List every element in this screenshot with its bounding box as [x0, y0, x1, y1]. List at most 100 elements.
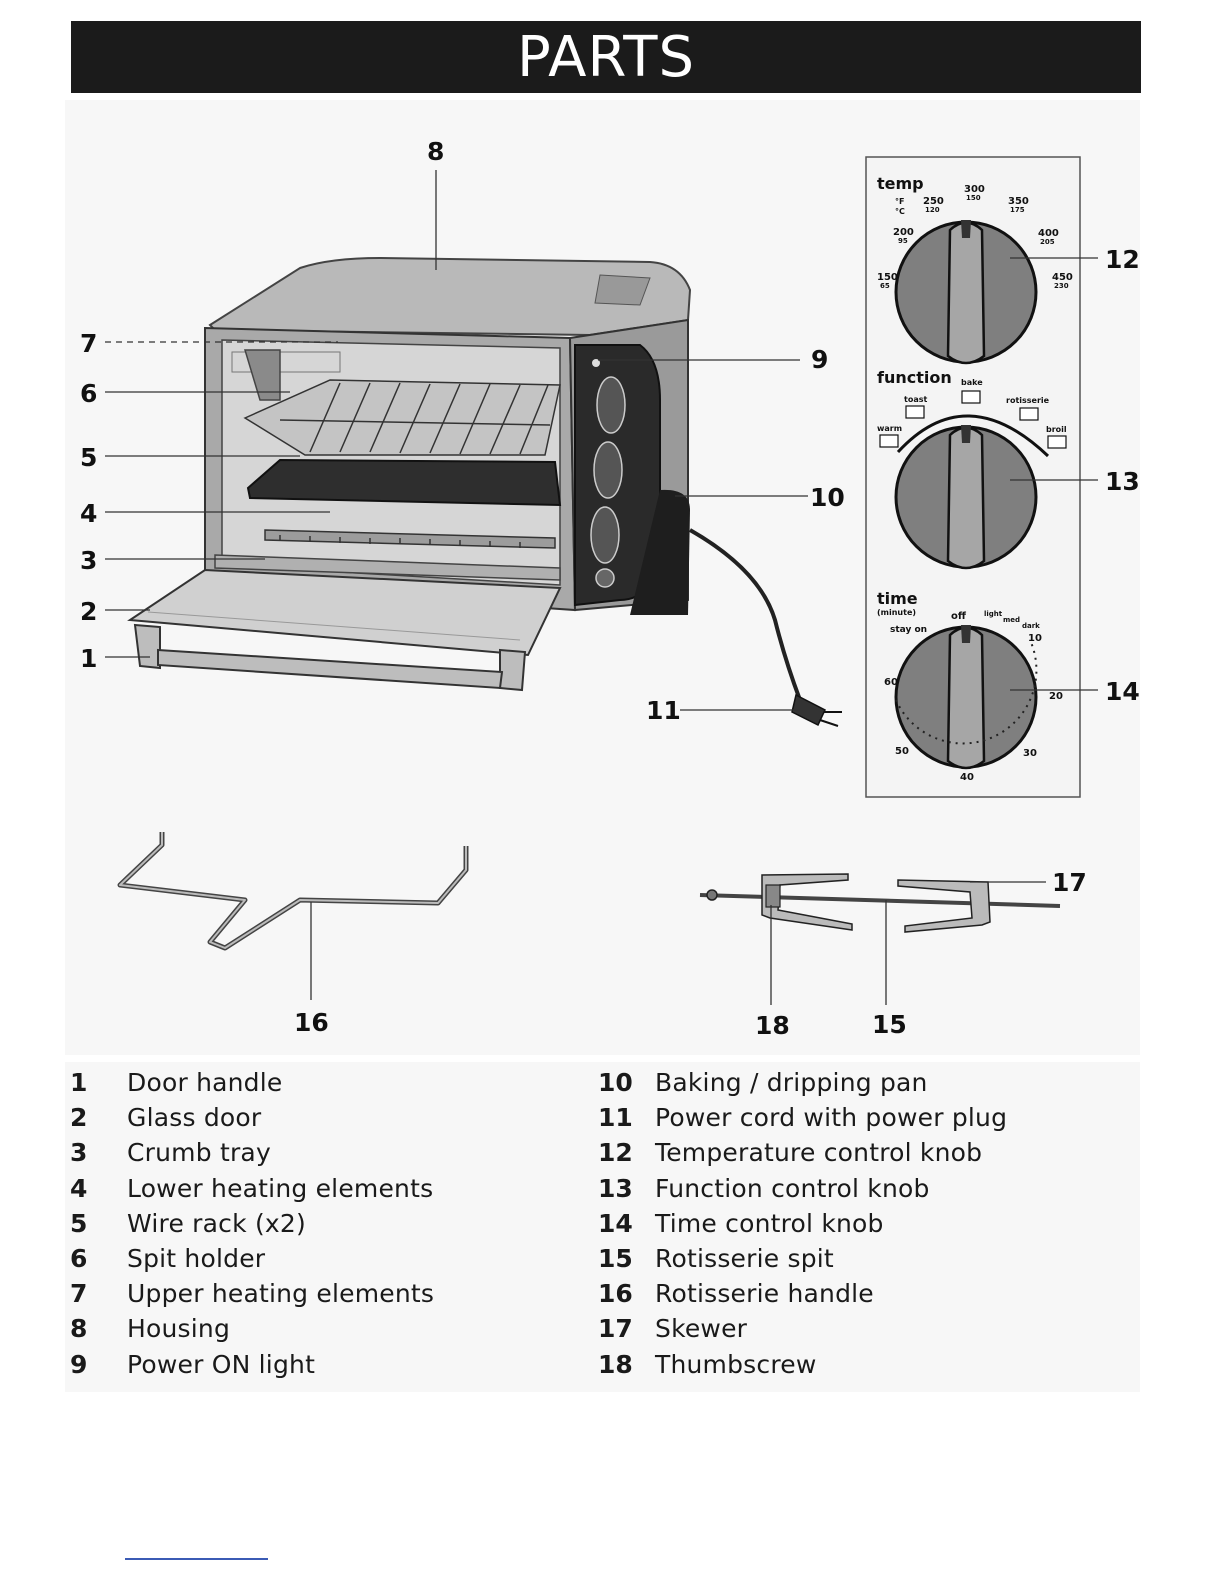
- temp-dial-label: temp: [877, 174, 924, 193]
- legend-label: Wire rack (x2): [127, 1208, 306, 1238]
- wire-rack: [243, 379, 561, 456]
- rotisserie-spit-illustration: [699, 873, 1061, 933]
- legend-right-column: 10 Baking / dripping pan 11 Power cord wit…: [598, 1068, 1007, 1385]
- callout-5: 5: [80, 443, 97, 472]
- legend-label: Power cord with power plug: [655, 1103, 1008, 1133]
- legend-label: Lower heating elements: [127, 1173, 434, 1203]
- legend-number: 7: [70, 1279, 88, 1309]
- legend-number: 2: [70, 1103, 88, 1133]
- glass-door: [127, 568, 562, 657]
- legend-number: 11: [598, 1103, 633, 1133]
- temp-mark-400-f: 400: [1038, 228, 1059, 239]
- callout-12: 12: [1105, 245, 1140, 274]
- oven-housing-top: [208, 256, 692, 337]
- legend-label: Glass door: [127, 1103, 262, 1133]
- lower-heating-elements: [264, 529, 556, 549]
- temp-dial-marks: 150 65 200 95 250 120 300 150 350 175 40…: [877, 184, 1073, 290]
- skewer-left: [761, 873, 853, 931]
- temperature-control-knob: temp °F °C 150 65 200 95 250 120 300 150…: [877, 174, 1073, 365]
- legend-number: 4: [70, 1173, 88, 1203]
- legend-number: 13: [598, 1173, 633, 1203]
- legend-label: Housing: [127, 1314, 231, 1344]
- legend-label: Baking / dripping pan: [655, 1068, 928, 1097]
- legend-number: 18: [598, 1349, 633, 1379]
- function-option-warm: warm: [877, 424, 902, 433]
- power-light: [592, 359, 600, 367]
- time-dial-label: time: [877, 589, 918, 608]
- time-mark-50: 50: [895, 746, 909, 757]
- time-off: off: [951, 611, 967, 622]
- legend-number: 12: [598, 1138, 633, 1168]
- power-cord: [689, 528, 802, 701]
- legend-label: Function control knob: [655, 1173, 930, 1203]
- callout-4: 4: [80, 499, 97, 528]
- legend-item: 11 Power cord with power plug: [598, 1103, 1007, 1138]
- temp-mark-200-c: 95: [898, 237, 908, 245]
- legend-item: 5 Wire rack (x2): [70, 1209, 434, 1244]
- callout-10: 10: [810, 483, 845, 512]
- footer-link-underline: [125, 1558, 268, 1560]
- temp-unit-f: °F: [895, 197, 904, 206]
- function-control-knob: function warm toast bake rotisserie broi…: [877, 368, 1067, 570]
- legend-number: 5: [70, 1208, 88, 1238]
- callout-9: 9: [811, 345, 828, 374]
- temp-mark-150-f: 150: [877, 272, 898, 283]
- callout-1: 1: [80, 644, 97, 673]
- legend-number: 6: [70, 1243, 88, 1273]
- function-dial-label: function: [877, 368, 952, 387]
- legend-item: 9 Power ON light: [70, 1350, 434, 1385]
- callout-13: 13: [1105, 467, 1140, 496]
- legend-label: Skewer: [655, 1314, 748, 1344]
- legend-number: 3: [70, 1138, 88, 1168]
- page-title: PARTS: [516, 24, 696, 90]
- legend-label: Spit holder: [127, 1243, 266, 1273]
- callout-17: 17: [1052, 868, 1087, 897]
- temp-mark-350-c: 175: [1010, 206, 1025, 214]
- spit-holder: [243, 349, 281, 401]
- baking-pan: [246, 458, 562, 507]
- time-toast-light: light: [984, 610, 1003, 618]
- legend-item: 6 Spit holder: [70, 1244, 434, 1279]
- temp-mark-450-c: 230: [1054, 282, 1069, 290]
- time-mark-10: 10: [1028, 633, 1042, 644]
- time-mark-40: 40: [960, 772, 974, 783]
- legend-item: 4 Lower heating elements: [70, 1174, 434, 1209]
- legend-label: Temperature control knob: [655, 1138, 983, 1168]
- time-mark-20: 20: [1049, 691, 1063, 702]
- callout-16: 16: [294, 1008, 329, 1037]
- legend-panel: [65, 1062, 1140, 1392]
- legend-label: Rotisserie spit: [655, 1243, 834, 1273]
- callout-7: 7: [80, 329, 97, 358]
- temp-mark-300-c: 150: [966, 194, 981, 202]
- dial-panel: temp °F °C 150 65 200 95 250 120 300 150…: [865, 156, 1081, 798]
- callout-8: 8: [427, 137, 444, 166]
- temp-unit-c: °C: [895, 207, 905, 216]
- callout-15: 15: [872, 1010, 907, 1039]
- legend-label: Power ON light: [127, 1349, 316, 1379]
- skewer-right: [897, 879, 991, 933]
- legend-number: 10: [598, 1068, 633, 1097]
- legend-number: 9: [70, 1349, 88, 1379]
- toaster-oven-illustration: [127, 256, 842, 727]
- legend-item: 18 Thumbscrew: [598, 1350, 1007, 1385]
- function-option-bake: bake: [961, 378, 983, 387]
- temp-mark-250-f: 250: [923, 196, 944, 207]
- legend-number: 16: [598, 1279, 633, 1309]
- callout-6: 6: [80, 379, 97, 408]
- title-bar: PARTS: [71, 21, 1141, 93]
- leader-lines: [105, 170, 808, 711]
- legend-number: 14: [598, 1208, 633, 1238]
- legend-label: Thumbscrew: [655, 1349, 817, 1379]
- temp-mark-400-c: 205: [1040, 238, 1055, 246]
- callout-2: 2: [80, 597, 97, 626]
- callout-14: 14: [1105, 677, 1140, 706]
- callout-18: 18: [755, 1011, 790, 1040]
- door-handle: [133, 623, 527, 692]
